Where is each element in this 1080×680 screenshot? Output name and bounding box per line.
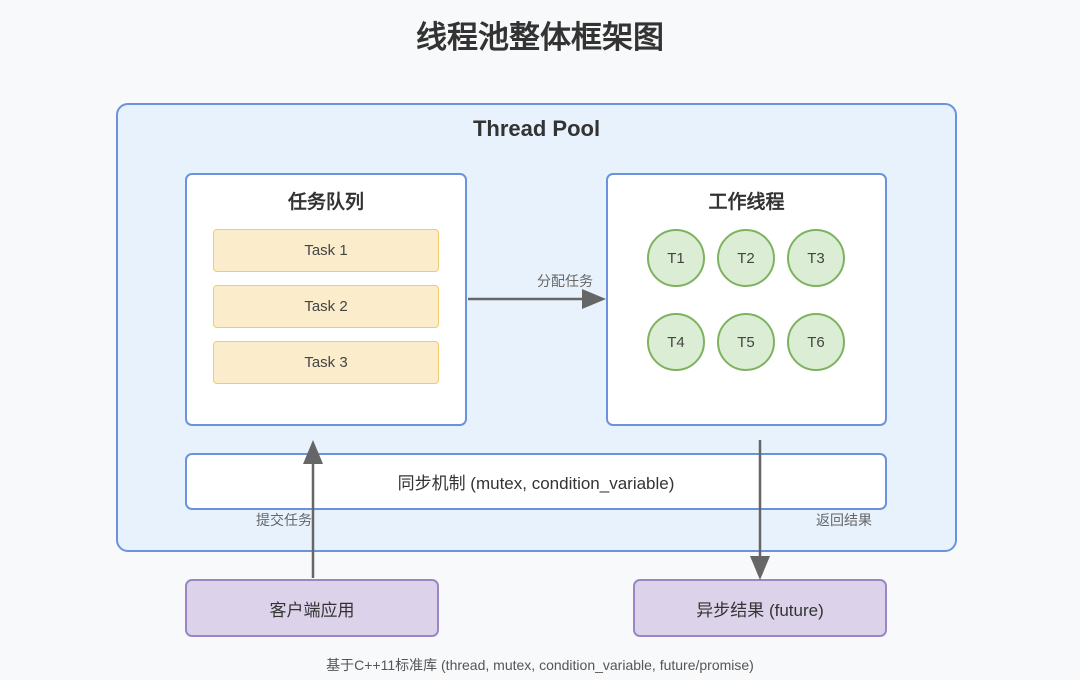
thread-node: T2 [717, 229, 775, 287]
dispatch-label: 分配任务 [537, 273, 593, 289]
thread-node: T4 [647, 313, 705, 371]
thread-node: T1 [647, 229, 705, 287]
task-item: Task 2 [213, 285, 439, 328]
thread-pool-title: Thread Pool [472, 116, 601, 141]
thread-node: T6 [787, 313, 845, 371]
task-queue-title: 任务队列 [287, 191, 364, 213]
submit-label: 提交任务 [256, 512, 312, 528]
client-app-box: 客户端应用 [185, 579, 439, 637]
return-label: 返回结果 [816, 512, 872, 528]
task-item: Task 1 [213, 229, 439, 272]
thread-node: T5 [717, 313, 775, 371]
thread-node: T3 [787, 229, 845, 287]
async-result-box: 异步结果 (future) [633, 579, 887, 637]
worker-threads-panel [606, 173, 887, 426]
sync-mechanism-box: 同步机制 (mutex, condition_variable) [185, 453, 887, 510]
worker-threads-title: 工作线程 [708, 191, 785, 213]
footer-note: 基于C++11标准库 (thread, mutex, condition_var… [326, 657, 754, 673]
task-item: Task 3 [213, 341, 439, 384]
diagram-title: 线程池整体框架图 [416, 20, 664, 56]
